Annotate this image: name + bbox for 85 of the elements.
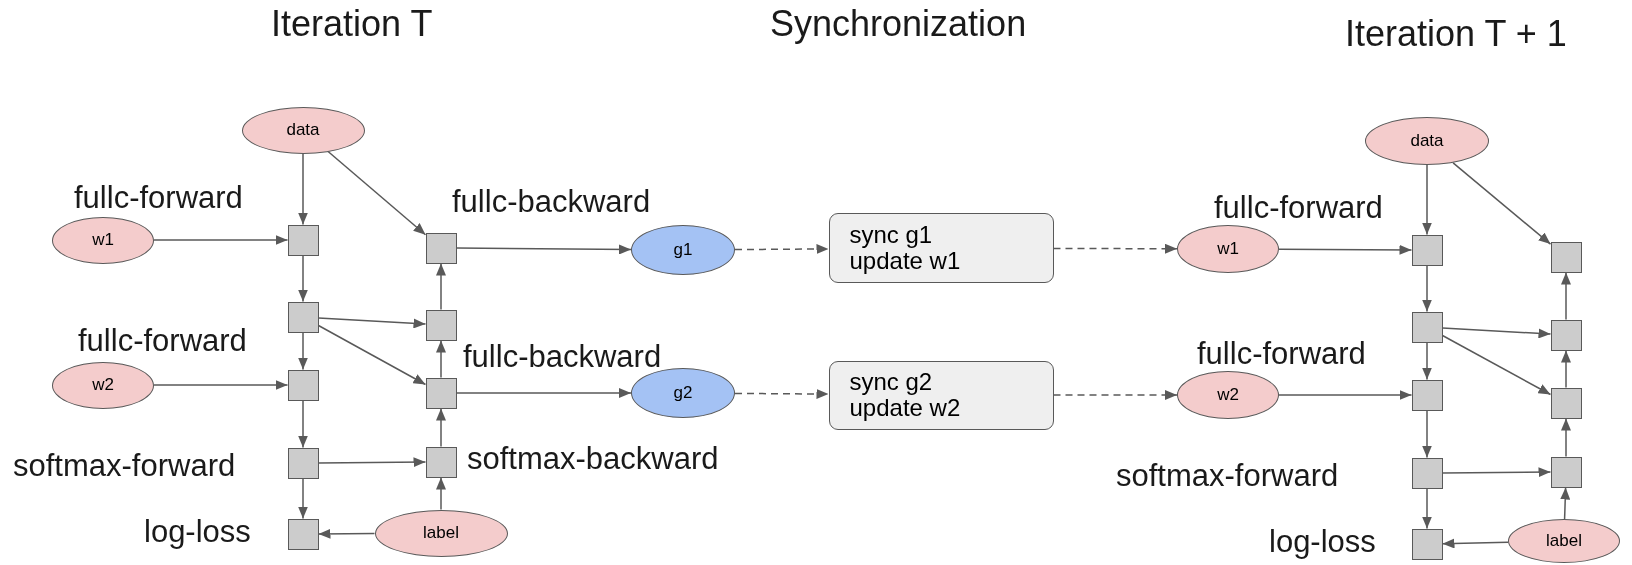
node-label: update w2 xyxy=(849,395,961,422)
square-node xyxy=(287,447,319,479)
process-box xyxy=(828,213,1054,283)
arrow xyxy=(298,399,308,449)
arrow xyxy=(455,244,632,255)
node-label: update w1 xyxy=(849,248,961,275)
node-label: g1 xyxy=(673,240,693,260)
layer-label: softmax-forward xyxy=(1116,459,1339,491)
arrow xyxy=(436,262,446,311)
square-node xyxy=(287,224,319,256)
square-node xyxy=(425,377,457,409)
node-label: w1 xyxy=(92,230,114,250)
node-label: label xyxy=(1546,531,1582,551)
arrow xyxy=(298,152,308,226)
arrow xyxy=(1422,264,1432,313)
node-label: data xyxy=(1410,131,1444,151)
arrow xyxy=(153,235,289,245)
square-node xyxy=(1411,311,1443,343)
square-node xyxy=(1550,319,1582,351)
node-label: data xyxy=(286,120,320,140)
arrow xyxy=(317,324,427,386)
square-node xyxy=(425,309,457,341)
node-label: w2 xyxy=(1217,385,1239,405)
layer-label: fullc-forward xyxy=(74,181,243,213)
arrow xyxy=(1441,467,1552,478)
square-node xyxy=(1411,528,1443,560)
arrow xyxy=(1452,162,1552,245)
arrow xyxy=(1422,164,1432,236)
arrow xyxy=(455,388,632,398)
arrow xyxy=(153,380,289,390)
arrow xyxy=(1422,487,1432,530)
arrow xyxy=(317,317,427,329)
arrow xyxy=(436,476,446,511)
arrow xyxy=(436,339,446,379)
arrow xyxy=(1561,349,1571,389)
square-node xyxy=(1550,241,1582,273)
arrow xyxy=(1052,390,1178,400)
square-node xyxy=(1411,457,1443,489)
arrow xyxy=(298,254,308,303)
node-label: w2 xyxy=(92,375,114,395)
layer-label: fullc-backward xyxy=(452,185,651,217)
arrow xyxy=(1560,486,1571,520)
square-node xyxy=(1550,387,1582,419)
square-node xyxy=(425,232,457,264)
node-label: sync g1 xyxy=(849,221,933,248)
square-node xyxy=(287,369,319,401)
arrow xyxy=(1422,341,1432,381)
layer-label: fullc-forward xyxy=(1197,337,1366,369)
arrow xyxy=(1561,271,1571,321)
node-label: g2 xyxy=(673,383,693,403)
node-label: sync g2 xyxy=(849,368,933,395)
square-node xyxy=(425,446,457,478)
arrow xyxy=(1441,334,1552,396)
arrow xyxy=(317,528,376,539)
section-title: Iteration T xyxy=(271,6,433,42)
layer-label: fullc-forward xyxy=(1214,191,1383,223)
section-title: Iteration T + 1 xyxy=(1345,16,1567,52)
arrow xyxy=(1278,390,1413,400)
layer-label: log-loss xyxy=(144,515,251,547)
arrow xyxy=(1561,417,1571,458)
square-node xyxy=(1411,379,1443,411)
arrow xyxy=(298,477,308,520)
arrow xyxy=(1278,244,1413,255)
square-node xyxy=(287,301,319,333)
arrow xyxy=(1441,327,1552,339)
arrow xyxy=(298,331,308,371)
layer-label: fullc-forward xyxy=(78,324,247,356)
square-node xyxy=(1411,234,1443,266)
process-box xyxy=(828,360,1054,430)
layer-label: log-loss xyxy=(1269,525,1376,557)
layer-label: softmax-backward xyxy=(467,442,719,474)
arrow xyxy=(436,407,446,448)
arrow xyxy=(317,457,427,468)
arrow xyxy=(1052,243,1178,254)
node-label: label xyxy=(423,523,459,543)
arrow xyxy=(1441,538,1509,549)
layer-label: softmax-forward xyxy=(13,449,236,481)
square-node xyxy=(1550,456,1582,488)
square-node xyxy=(287,518,319,550)
layer-label: fullc-backward xyxy=(463,340,662,372)
arrow xyxy=(734,244,830,254)
arrow xyxy=(734,389,830,399)
section-title: Synchronization xyxy=(770,6,1027,42)
arrow xyxy=(1422,409,1432,459)
node-label: w1 xyxy=(1217,239,1239,259)
